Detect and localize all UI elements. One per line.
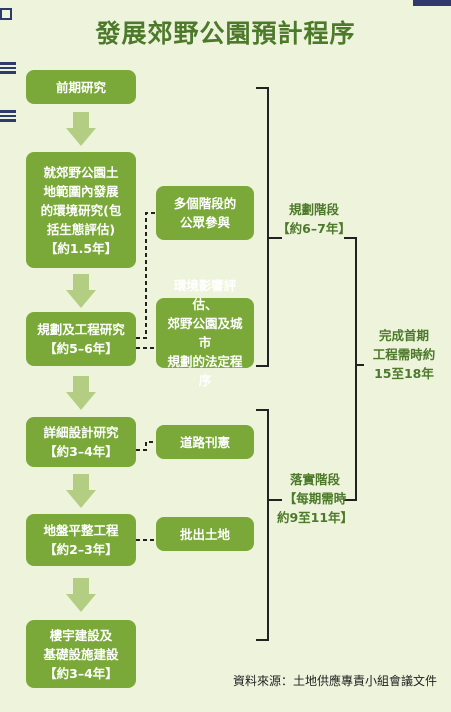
step-environmental-study: 就郊野公園土 地範圍內發展 的環境研究(包 括生態評估) 【約1.5年】: [26, 152, 136, 268]
note-public-engagement: 多個階段的 公眾參與: [156, 186, 254, 240]
planning-bracket: [256, 87, 269, 367]
down-arrow-icon: [66, 578, 96, 612]
implementation-bracket: [256, 409, 269, 641]
step-site-formation-works: 地盤平整工程 【約2–3年】: [26, 514, 136, 566]
phase-implementation-label: 落實階段 【每期需時 約9至11年】: [276, 472, 354, 525]
step-building-infrastructure: 樓宇建設及 基礎設施建設 【約3–4年】: [26, 620, 136, 688]
phase-planning-label: 規劃階段 【約6–7年】: [277, 202, 351, 236]
note-land-grant: 批出土地: [156, 517, 254, 551]
total-duration-label: 完成首期 工程需時約 15至18年: [372, 328, 436, 381]
down-arrow-icon: [66, 474, 96, 508]
corner-grid-icon: [0, 8, 12, 20]
dashed-connector: [136, 212, 156, 339]
note-road-gazettal: 道路刊憲: [156, 425, 254, 459]
down-arrow-icon: [66, 274, 96, 308]
step-preliminary-study: 前期研究: [26, 70, 136, 104]
side-menu-icon: [0, 110, 16, 122]
dashed-connector: [136, 441, 156, 451]
step-planning-engineering-study: 規劃及工程研究 【約5–6年】: [26, 312, 136, 366]
step-detailed-design-study: 詳細設計研究 【約3–4年】: [26, 417, 136, 467]
diagram-title: 發展郊野公園預計程序: [95, 19, 356, 48]
total-bracket: [344, 237, 357, 501]
source-note: 資料來源：土地供應專責小組會議文件: [232, 674, 437, 688]
down-arrow-icon: [66, 376, 96, 410]
side-menu-icon: [0, 62, 16, 74]
corner-bar-decoration: [413, 0, 451, 6]
down-arrow-icon: [66, 112, 96, 146]
